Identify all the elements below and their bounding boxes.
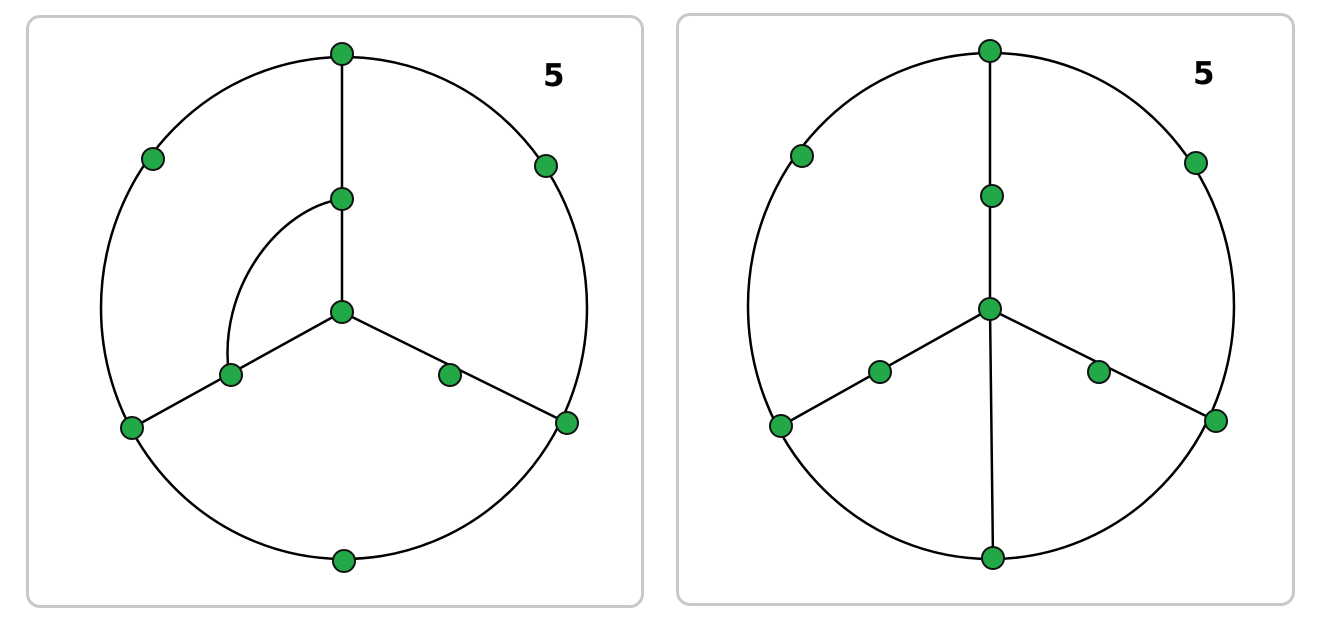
node-lower-left (769, 414, 793, 438)
node-inner-left (219, 363, 243, 387)
node-inner-right (438, 363, 462, 387)
node-bottom (332, 549, 356, 573)
node-inner-top (330, 187, 354, 211)
node-inner-left (868, 360, 892, 384)
edge-inner-curve (226, 197, 344, 377)
node-upper-left (790, 144, 814, 168)
node-top (978, 39, 1002, 63)
graph-diagram-right (746, 39, 1236, 570)
node-upper-right (534, 154, 558, 178)
node-bottom (981, 546, 1005, 570)
node-lower-left (120, 416, 144, 440)
graph-nodes-left (120, 42, 579, 573)
node-lower-right (1204, 409, 1228, 433)
node-center (978, 297, 1002, 321)
panel-number-label: 5 (543, 58, 565, 94)
node-center (330, 300, 354, 324)
panel-number-label: 5 (1193, 56, 1215, 92)
node-inner-top (980, 184, 1004, 208)
node-upper-right (1184, 151, 1208, 175)
graph-panel-right: 5 (676, 13, 1295, 606)
edge-center-bottom (988, 307, 995, 560)
node-top (330, 42, 354, 66)
graph-nodes-right (769, 39, 1228, 570)
node-lower-right (555, 411, 579, 435)
node-upper-left (141, 147, 165, 171)
graph-diagram-left (99, 42, 589, 573)
graph-panel-left: 5 (26, 15, 644, 608)
node-inner-right (1087, 360, 1111, 384)
